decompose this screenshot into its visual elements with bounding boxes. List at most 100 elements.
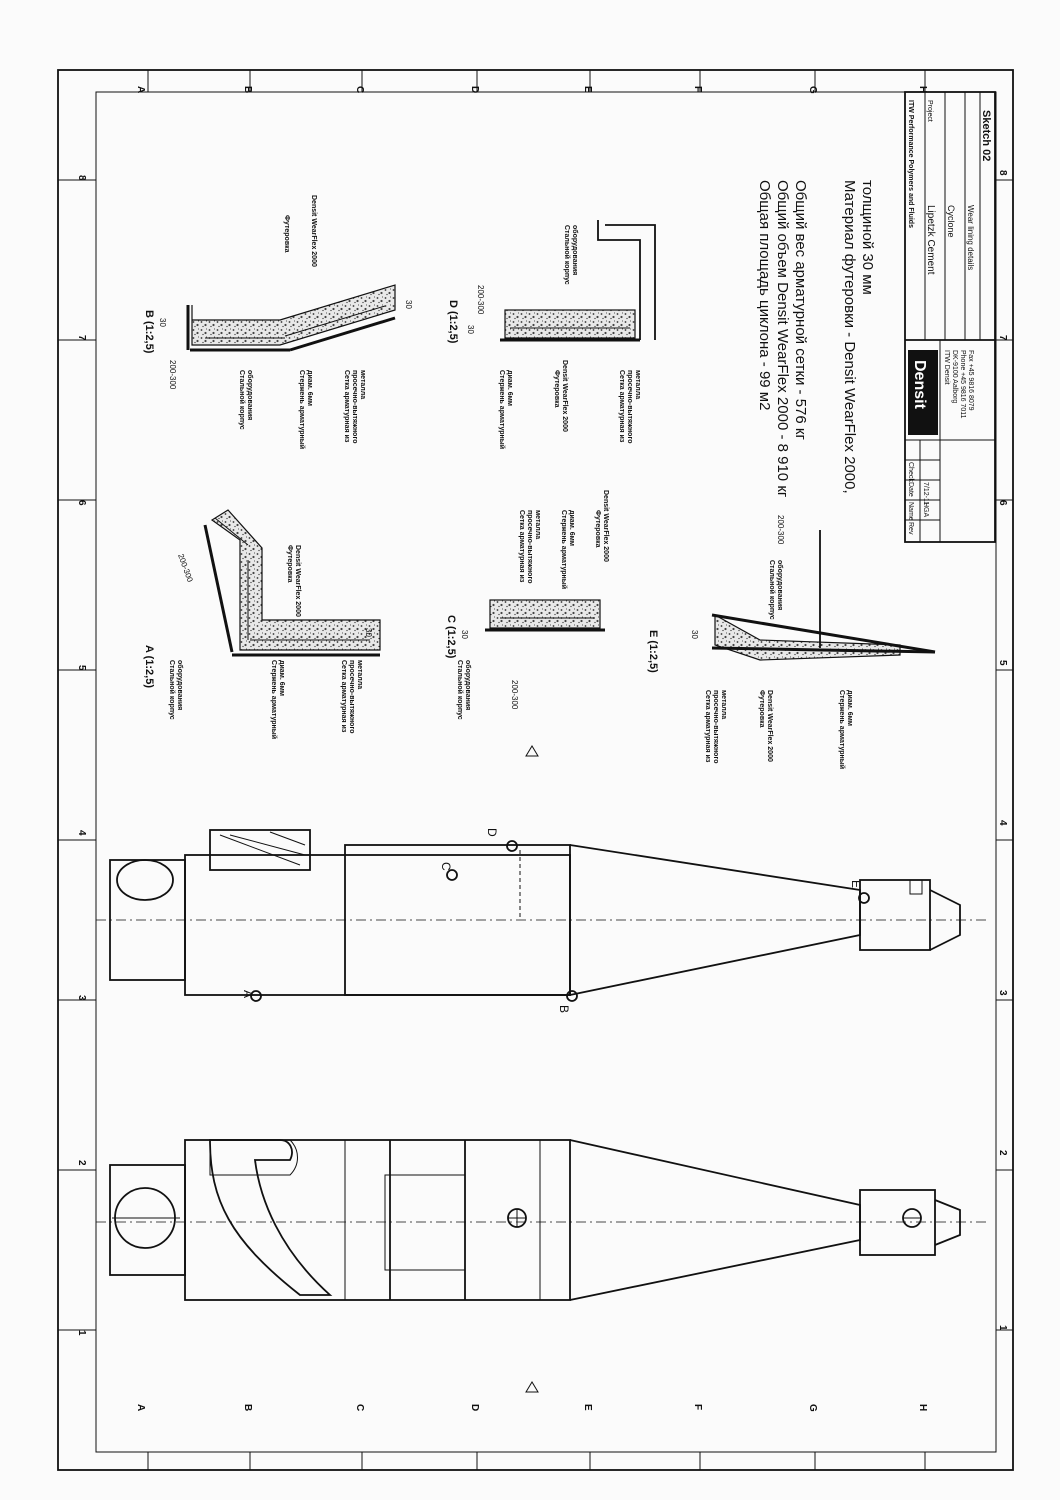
detail-point-a-label: A [241, 990, 255, 998]
detail-d-title: D (1:2,5) [447, 300, 459, 344]
detail-e-label-lining: Футеровка [758, 690, 765, 728]
row-label-d-bottom: D [469, 1404, 480, 1411]
tb-phone: Phone +45 9816 7011 [959, 350, 966, 419]
col-label-6-right: 6 [997, 500, 1008, 506]
drawing-frame: A B C D E F G H A B C D E F G H 1 2 3 4 … [57, 69, 1014, 1471]
tb-description: Wear lining details [966, 205, 975, 270]
detail-b-title: B (1:2,5) [143, 310, 155, 354]
row-label-a: A [135, 86, 146, 93]
note-area: Общая площадь циклона - 99 м2 [756, 180, 773, 410]
col-label-3: 3 [76, 995, 87, 1001]
row-label-d: D [469, 86, 480, 93]
detail-b: B (1:2,5) 30 30 200-300 Стальной корпус … [143, 195, 413, 449]
col-label-6: 6 [76, 500, 87, 506]
detail-e-label-mesh-1: Сетка арматурная из [704, 690, 711, 763]
note-volume: Общий объем Densit WearFlex 2000 - 8 910… [774, 180, 791, 498]
detail-d: D (1:2,5) 30 200-300 Стержень арматурный… [447, 220, 656, 449]
detail-e-label-mesh-2: просечно-вытяжного [712, 690, 719, 764]
detail-c-title: C (1:2,5) [445, 615, 457, 659]
general-notes: Общая площадь циклона - 99 м2 Общий объе… [756, 180, 876, 498]
detail-a: A (1:2,5) 30 200-300 Стальной корпус обо… [143, 509, 381, 739]
tb-rev-label: Rev [907, 522, 914, 535]
densit-logo [908, 350, 938, 435]
detail-c-label-rod-2: диам. 6мм [568, 510, 575, 546]
col-label-7: 7 [76, 335, 87, 341]
detail-a-label-body-1: Стальной корпус [168, 660, 176, 720]
detail-a-label-lining: Футеровка [286, 545, 293, 583]
col-label-8-right: 8 [997, 170, 1008, 176]
detail-d-thick: 30 [466, 325, 475, 334]
detail-b-thick: 30 [158, 318, 167, 327]
col-label-3-right: 3 [997, 990, 1008, 996]
detail-c-label-body-1: Стальной корпус [456, 660, 464, 720]
detail-a-label-body-2: оборудования [176, 660, 184, 710]
detail-d-label-mesh-2: просечно-вытяжного [626, 370, 633, 444]
densit-logo-text: Densit [911, 360, 928, 410]
detail-c-spacing: 200-300 [510, 680, 519, 710]
row-label-f: F [692, 86, 703, 92]
row-label-f-bottom: F [692, 1404, 703, 1410]
detail-c-label-lining: Футеровка [594, 510, 601, 548]
detail-d-spacing: 200-300 [476, 285, 485, 315]
row-label-h: H [917, 86, 928, 93]
detail-b-spacing: 200-300 [168, 360, 177, 390]
col-label-5-right: 5 [997, 660, 1008, 666]
detail-b-label-mesh-3: металла [359, 370, 366, 399]
detail-d-label-lining: Футеровка [553, 370, 560, 408]
center-mark-bottom [525, 1381, 539, 1393]
detail-point-d-label: D [485, 828, 499, 837]
detail-point-c [446, 869, 458, 881]
detail-c-label-body-2: оборудования [464, 660, 472, 710]
col-label-7-right: 7 [997, 335, 1008, 341]
tb-fax: Fax +45 9816 8079 [967, 350, 974, 411]
tb-address2: DK-9100 Aalborg [951, 350, 958, 403]
center-mark-mid [525, 745, 539, 757]
detail-a-thick: 30 [364, 628, 373, 637]
detail-a-label-mesh-1: Сетка арматурная из [340, 660, 347, 733]
detail-c-label-material: Densit WearFlex 2000 [602, 490, 609, 562]
tb-date: 7/12-11 [922, 482, 929, 505]
tb-date-label: Date [907, 482, 914, 497]
detail-a-label-mesh-2: просечно-вытяжного [348, 660, 355, 734]
detail-e-thick: 30 [690, 630, 699, 639]
row-label-h-bottom: H [917, 1404, 928, 1411]
detail-d-label-mesh-3: металла [634, 370, 641, 399]
detail-b-label-rod-2: диам. 6мм [306, 370, 313, 406]
detail-b-label-body-2: оборудования [246, 370, 254, 420]
detail-point-e-label: E [849, 880, 863, 888]
row-label-e: E [582, 86, 593, 93]
row-label-b: B [242, 86, 253, 93]
row-label-a-bottom: A [135, 1404, 146, 1411]
detail-point-d [506, 840, 518, 852]
col-label-1-right: 1 [997, 1325, 1008, 1331]
detail-e-title: E (1:2,5) [647, 630, 659, 673]
detail-d-label-rod-2: диам. 6мм [506, 370, 513, 406]
tb-check-label: Check [907, 462, 914, 482]
detail-b-label-mesh-1: Сетка арматурная из [343, 370, 350, 443]
col-label-4: 4 [76, 830, 87, 836]
row-label-g: G [807, 86, 818, 94]
detail-c-label-mesh-1: Сетка арматурная из [518, 510, 525, 583]
row-label-e-bottom: E [582, 1404, 593, 1411]
col-label-5: 5 [76, 665, 87, 671]
row-label-b-bottom: B [242, 1404, 253, 1411]
detail-c-label-mesh-3: металла [534, 510, 541, 539]
tb-project-label: Project [926, 100, 933, 122]
detail-c-thick: 30 [460, 630, 469, 639]
detail-e-spacing: 200-300 [776, 515, 785, 545]
cyclone-view-side: A B C D E [96, 828, 990, 1013]
row-label-g-bottom: G [807, 1404, 818, 1412]
detail-d-label-rod-1: Стержень арматурный [498, 370, 506, 449]
detail-point-b [566, 990, 578, 1002]
detail-d-label-body-2: оборудования [571, 225, 579, 275]
detail-a-title: A (1:2,5) [143, 645, 155, 688]
title-block: ITW Performance Polymers and Fluids Proj… [904, 91, 996, 543]
detail-a-label-material: Densit WearFlex 2000 [294, 545, 301, 617]
detail-b-label-material: Densit WearFlex 2000 [310, 195, 317, 267]
detail-e-label-mesh-3: металла [720, 690, 727, 719]
detail-a-label-mesh-3: металла [356, 660, 363, 689]
detail-d-label-body-1: Стальной корпус [563, 225, 571, 285]
detail-point-c-label: C [439, 862, 453, 871]
tb-company: ITW Performance Polymers and Fluids [907, 100, 914, 228]
